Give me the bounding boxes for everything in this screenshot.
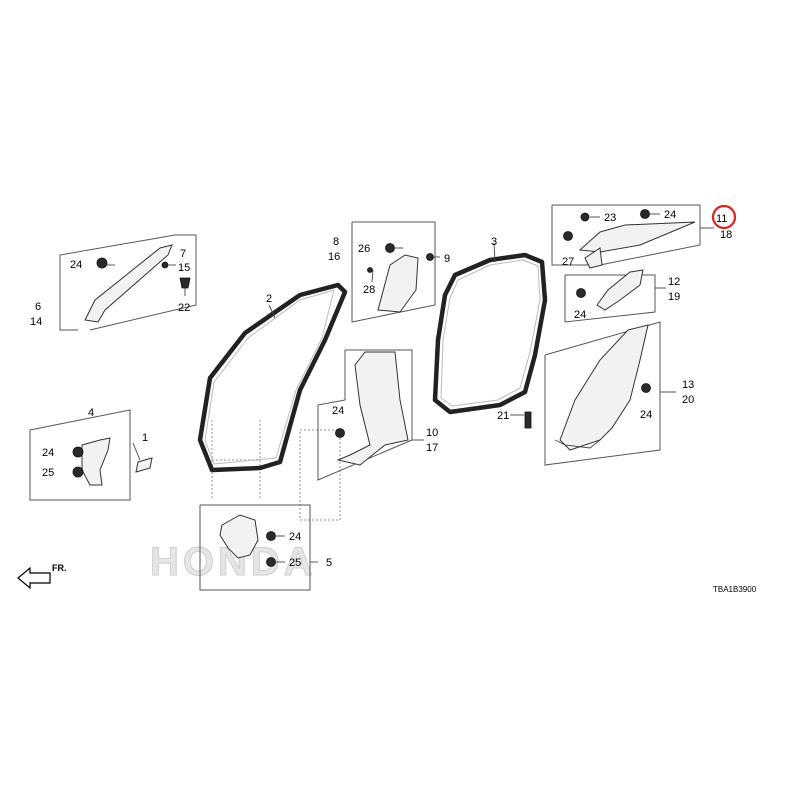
clip-23-icon [580,212,590,222]
clip-24-icon [96,257,108,269]
part-10-17-b-pillar-lower-trim [336,351,409,466]
clip-25-icon [266,557,276,567]
clip-22-icon [179,277,191,289]
highlight-circle-part-11 [711,204,737,230]
callout-25: 25 [42,467,54,479]
callout-25: 25 [289,557,301,569]
clip-25-icon [72,466,84,478]
callout-24: 24 [664,209,676,221]
part-4-kick-panel [81,437,111,486]
callout-4: 4 [88,407,94,419]
callout-8: 8 [333,236,339,248]
callout-24: 24 [574,309,586,321]
callout-11: 11 [716,213,727,225]
callout-3: 3 [491,236,497,248]
clip-24-icon [641,383,651,393]
callout-23: 23 [604,212,616,224]
callout-21: 21 [497,410,509,422]
part-3-rear-door-weatherstrip [432,252,548,415]
callout-24: 24 [70,259,82,271]
part-13-20-quarter-lower-trim [559,324,649,451]
clip-24-icon [335,428,345,438]
clip-27-icon [563,231,573,241]
part-12-19-trim [596,269,644,311]
part-2-front-door-weatherstrip [197,282,348,473]
callout-16: 16 [328,251,340,263]
callout-24: 24 [332,405,344,417]
callout-15: 15 [178,262,190,274]
callout-12: 12 [668,276,680,288]
callout-13: 13 [682,379,694,391]
direction-label: FR. [52,563,67,573]
callout-17: 17 [426,442,438,454]
part-1-cap [135,457,153,473]
callout-20: 20 [682,394,694,406]
callout-14: 14 [30,316,42,328]
callout-26: 26 [358,243,370,255]
callout-2: 2 [266,293,272,305]
clip-24-icon [266,531,276,541]
honda-watermark: HONDA [150,420,341,585]
diagram-code: TBA1B3900 [713,585,757,594]
screw-28-icon [367,267,373,273]
bolt-21-icon [524,411,532,429]
callout-24: 24 [42,447,54,459]
front-direction-indicator: FR. [17,563,67,590]
callout-18: 18 [720,229,732,241]
callout-19: 19 [668,291,680,303]
arrow-left-icon [17,566,51,590]
clip-24-icon [72,446,84,458]
clip-24-icon [576,288,586,298]
screw-7-icon [161,261,169,269]
callout-5: 5 [326,557,332,569]
clip-9-icon [426,253,434,261]
callout-24: 24 [289,531,301,543]
part-6-14-a-pillar-trim [84,244,173,323]
callout-24: 24 [640,409,652,421]
part-5-lower-trim [219,514,259,559]
callout-9: 9 [444,253,450,265]
part-11-18-rear-pillar-trim [578,221,696,253]
part-8-16-b-pillar-upper-trim [377,254,419,313]
callout-6: 6 [35,301,41,313]
callout-10: 10 [426,427,438,439]
callout-27: 27 [562,256,574,268]
callout-7: 7 [180,248,186,260]
callout-28: 28 [363,284,375,296]
callout-1: 1 [142,432,148,444]
clip-26-icon [385,243,395,253]
callout-22: 22 [178,302,190,314]
clip-24-icon [640,209,650,219]
